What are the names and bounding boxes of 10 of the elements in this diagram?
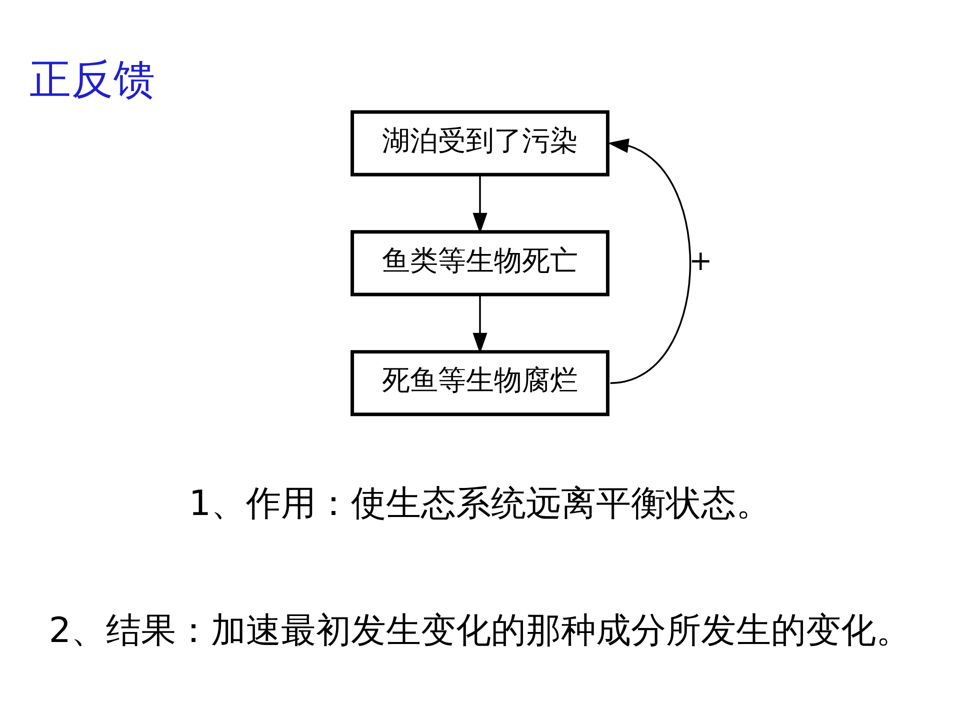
label: 1、作用：使生态系统远离平衡状态。 [188, 484, 772, 524]
diagram-title: 正反馈 [30, 54, 156, 103]
node-box: 湖泊受到了污染 [350, 110, 610, 176]
node-box: 死鱼等生物腐烂 [350, 350, 610, 416]
arrow [472, 294, 488, 354]
label: 2、结果：加速最初发生变化的那种成分所发生的变化。 [48, 610, 912, 650]
edge-label: + [689, 243, 712, 276]
arrow [472, 174, 488, 234]
node-box: 鱼类等生物死亡 [350, 230, 610, 296]
arrow [608, 138, 691, 384]
